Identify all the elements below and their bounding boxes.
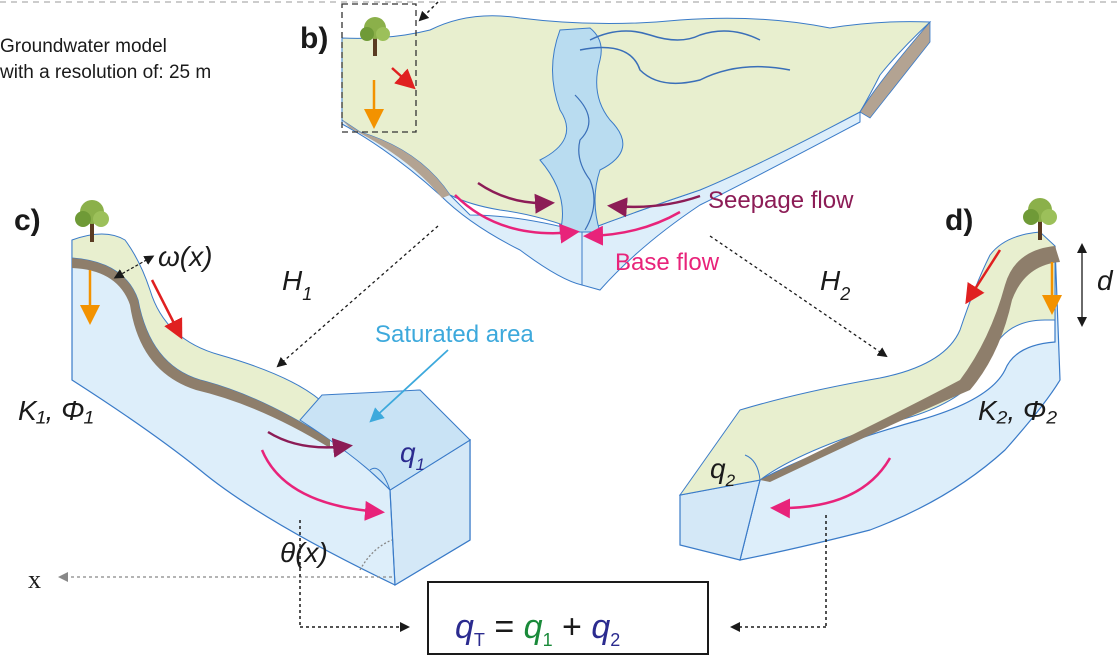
h1-label: H1 xyxy=(282,265,312,304)
k1-phi1-label: K₁, Φ₁ xyxy=(18,395,94,426)
base-flow-label: Base flow xyxy=(615,249,720,276)
surface-flow-arrow-c xyxy=(150,279,183,340)
hillslope-d-soil xyxy=(760,246,1060,482)
theta-label: θ(x) xyxy=(280,537,328,568)
zoom-box xyxy=(341,3,417,133)
seepage-arrow-right xyxy=(607,194,701,218)
q1-label: q1 xyxy=(400,437,425,474)
x-axis-label: x xyxy=(28,565,41,594)
saturated-area-label: Saturated area xyxy=(375,321,534,348)
zoom-pointer-arrow xyxy=(418,1,439,22)
tree-icon xyxy=(1023,198,1057,240)
catchment-top xyxy=(341,15,932,233)
catchment-block xyxy=(341,15,932,291)
h2-label: H2 xyxy=(820,265,850,304)
base-arrow-d xyxy=(770,457,892,519)
seepage-arrow-c xyxy=(267,430,353,458)
theta-arc xyxy=(359,539,393,571)
catchment-stream-3 xyxy=(574,94,595,231)
model-note-line2: with a resolution of: 25 m xyxy=(0,62,211,83)
hillslope-c-soil xyxy=(72,258,330,448)
saturated-area-arrow xyxy=(369,349,449,423)
seepage-flow-label: Seepage flow xyxy=(708,187,854,214)
catchment-river xyxy=(539,27,624,233)
model-note-line1: Groundwater model xyxy=(0,36,167,57)
hillslope-d xyxy=(678,231,1061,561)
q2-face xyxy=(744,454,761,481)
panel-d-letter: d) xyxy=(945,204,973,237)
omega-label: ω(x) xyxy=(158,241,212,272)
panel-b-letter: b) xyxy=(300,22,328,55)
seepage-arrow-left xyxy=(477,181,555,214)
base-arrow-c xyxy=(260,449,385,521)
catchment-stream-2 xyxy=(589,30,761,41)
connector-b-to-d xyxy=(709,235,888,358)
q1-face xyxy=(369,467,396,586)
surface-flow-arrow-b xyxy=(391,67,416,90)
catchment-stream-1 xyxy=(579,46,791,85)
k2-phi2-label: K₂, Φ₂ xyxy=(978,395,1057,426)
base-arrow-left xyxy=(454,194,580,244)
catchment-soil xyxy=(859,20,931,119)
panel-c-letter: c) xyxy=(14,204,41,237)
tree-icon xyxy=(360,17,390,56)
depth-label: d xyxy=(1097,265,1114,296)
catchment-soil-left xyxy=(342,120,450,198)
omega-dimension xyxy=(113,255,155,279)
surface-flow-arrow-d xyxy=(965,249,1002,305)
q2-label: q2 xyxy=(710,453,736,490)
equation-box xyxy=(427,581,709,655)
hillslope-c xyxy=(71,233,471,587)
base-arrow-right xyxy=(583,210,681,246)
equation: qT = q1 + q2 xyxy=(455,608,620,650)
tree-icon xyxy=(75,200,109,242)
saturated-area xyxy=(299,389,471,491)
